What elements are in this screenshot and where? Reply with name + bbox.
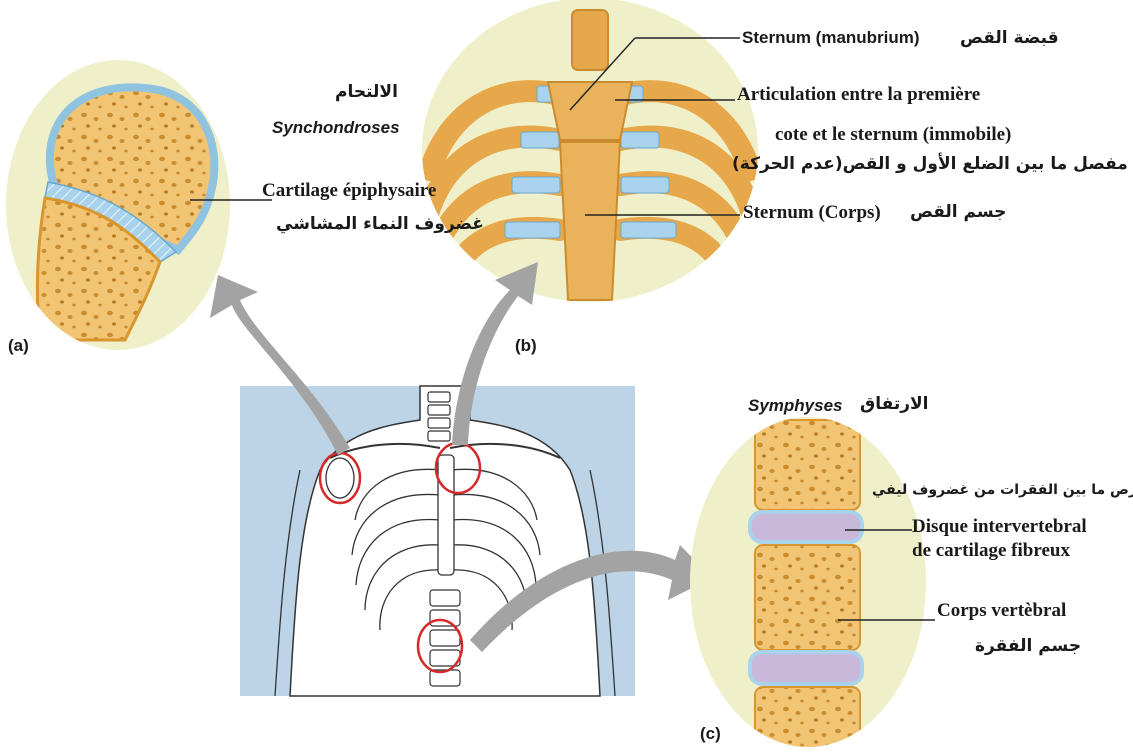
panel-b-letter: (b) xyxy=(515,336,537,356)
panel-a-letter: (a) xyxy=(8,336,29,356)
label-corps-vertebral: Corps vertèbral xyxy=(937,600,1066,622)
label-disque-line1: Disque intervertebral xyxy=(912,516,1087,538)
label-articulation-line1: Articulation entre la première xyxy=(737,84,980,106)
panel-c-illustration xyxy=(690,417,935,756)
label-cartilage-epiphysaire: Cartilage épiphysaire xyxy=(262,180,436,202)
label-sternum-manubrium-arabic: قبضة القص xyxy=(960,28,1059,48)
label-cartilage-epiphysaire-arabic: غضروف النماء المشاشي xyxy=(276,214,484,234)
label-sternum-manubrium: Sternum (manubrium) xyxy=(742,28,920,48)
label-corps-vertebral-arabic: جسم الفقرة xyxy=(975,636,1081,656)
panel-a-illustration xyxy=(6,60,272,350)
skeleton-overview xyxy=(240,386,635,696)
label-disque-arabic: قرص ما بين الفقرات من غضروف ليفي xyxy=(872,482,1133,498)
panel-a-title: Synchondroses xyxy=(272,118,400,138)
panel-b-illustration xyxy=(422,0,758,302)
label-articulation-arabic: مفصل ما بين الضلع الأول و القص(عدم الحرك… xyxy=(732,154,1128,174)
panel-c-letter: (c) xyxy=(700,724,721,744)
panel-c-title-arabic: الارتفاق xyxy=(860,394,928,414)
panel-a-title-arabic: الالتحام xyxy=(335,82,398,102)
panel-c-title: Symphyses xyxy=(748,396,843,416)
label-articulation-line2: cote et le sternum (immobile) xyxy=(775,124,1011,146)
label-sternum-corps: Sternum (Corps) xyxy=(743,202,881,224)
label-disque-line2: de cartilage fibreux xyxy=(912,540,1070,562)
label-sternum-corps-arabic: جسم القص xyxy=(910,202,1006,222)
